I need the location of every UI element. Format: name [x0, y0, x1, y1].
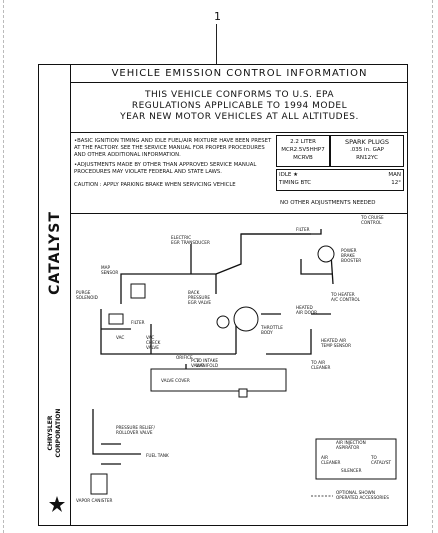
note-timing: •BASIC IGNITION TIMING AND IDLE FUEL/AIR… — [74, 138, 272, 158]
vapor-canister — [90, 473, 108, 495]
brand-line-1: CHRYSLER — [47, 415, 54, 451]
svg-text:TEMP SENSOR: TEMP SENSOR — [320, 343, 351, 348]
spark-model: RN12YC — [356, 155, 378, 161]
label-title: VEHICLE EMISSION CONTROL INFORMATION — [71, 64, 408, 83]
label-pressure-relief: PRESSURE RELIEF/ — [116, 425, 156, 430]
brand-line-2: CORPORATION — [55, 408, 62, 458]
svg-text:CLEANER: CLEANER — [311, 365, 331, 370]
label-orifice: ORIFICE — [176, 355, 193, 360]
svg-text:CATALYST: CATALYST — [371, 460, 392, 465]
label-fuel-tank: FUEL TANK — [146, 453, 169, 458]
epa-line-1: THIS VEHICLE CONFORMS TO U.S. EPA — [144, 90, 335, 100]
label-air-injection: AIR INJECTION — [336, 440, 366, 445]
svg-text:SOLENOID: SOLENOID — [76, 295, 98, 300]
svg-text:OPERATED ACCESSORIES: OPERATED ACCESSORIES — [336, 495, 389, 500]
svg-text:CLEANER: CLEANER — [321, 460, 341, 465]
svg-text:A/C CONTROL: A/C CONTROL — [331, 297, 361, 302]
timing-value: 12° — [391, 180, 401, 186]
label-to-heater: TO HEATER — [330, 292, 355, 297]
svg-text:PRESSURE: PRESSURE — [188, 295, 210, 300]
label-electric-eat: ELECTRIC — [171, 235, 191, 240]
throttle-body — [233, 306, 259, 332]
label-purge-solenoid: PURGE — [76, 290, 91, 295]
service-notes: •BASIC IGNITION TIMING AND IDLE FUEL/AIR… — [74, 138, 274, 193]
purge-solenoid — [108, 313, 124, 325]
svg-text:CONTROL: CONTROL — [361, 220, 382, 225]
label-egr: BACK — [188, 290, 200, 295]
label-to-cruise: TO CRUISE — [360, 215, 384, 220]
pentastar-logo — [49, 496, 65, 512]
label-filter-mid: FILTER — [131, 320, 145, 325]
svg-text:BRAKE: BRAKE — [341, 253, 355, 258]
egr-valve — [216, 315, 230, 329]
timing-label: TIMING BTC — [279, 180, 312, 186]
label-throttle: THROTTLE — [260, 325, 283, 330]
svg-text:ASPIRATOR: ASPIRATOR — [336, 445, 359, 450]
vacuum-hose-diagram: ELECTRIC EGR TRANSDUCER MAP SENSOR FILTE… — [76, 215, 397, 503]
engine-box: 2.2 LITER MCR2.5V5HHP7 MCRVB — [276, 135, 330, 167]
svg-text:BOOSTER: BOOSTER — [341, 258, 361, 263]
svg-text:VALVE: VALVE — [191, 363, 204, 368]
svg-text:SENSOR: SENSOR — [101, 270, 118, 275]
epa-line-3: YEAR NEW MOTOR VEHICLES AT ALL ALTITUDES… — [120, 112, 359, 122]
callout-leader-line — [216, 24, 217, 64]
valve-cover-port — [238, 388, 248, 398]
valve-cover — [150, 368, 287, 392]
label-map-sensor: MAP — [101, 265, 110, 270]
label-vac-check: VAC — [146, 335, 154, 340]
label-sidebar — [38, 64, 71, 526]
emission-label — [38, 64, 408, 526]
callout-number: 1 — [214, 10, 221, 23]
label-air-cleaner: AIR — [321, 455, 328, 460]
map-sensor — [130, 283, 146, 299]
right-cut-line — [432, 0, 433, 533]
no-adjust-text: NO OTHER ADJUSTMENTS NEEDED — [280, 200, 376, 206]
spark-plug-box: SPARK PLUGS .035 in. GAP RN12YC — [330, 135, 404, 167]
label-electric-eat-2: EGR TRANSDUCER — [171, 240, 210, 245]
engine-displacement: 2.2 LITER — [290, 139, 316, 145]
label-to-intake: TO INTAKE — [195, 358, 218, 363]
power-brake-booster — [317, 245, 335, 263]
spec-divider — [71, 132, 408, 133]
engine-code-2: MCRVB — [293, 155, 313, 161]
label-valve-cover: VALVE COVER — [161, 378, 190, 383]
svg-text:AIR DOOR: AIR DOOR — [296, 310, 317, 315]
epa-statement: THIS VEHICLE CONFORMS TO U.S. EPA REGULA… — [71, 90, 408, 123]
note-adjustments: •ADJUSTMENTS MADE BY OTHER THAN APPROVED… — [74, 162, 257, 176]
label-to-air-cleaner: TO AIR — [310, 360, 325, 365]
svg-text:ROLLOVER VALVE: ROLLOVER VALVE — [116, 430, 153, 435]
label-optional: OPTIONAL SHOWN — [336, 490, 375, 495]
svg-text:CHECK: CHECK — [146, 340, 161, 345]
label-filter-top: FILTER — [296, 227, 310, 232]
svg-text:BODY: BODY — [261, 330, 273, 335]
catalyst-text: CATALYST — [47, 210, 63, 295]
idle-box: IDLE ★ MAN TIMING BTC 12° — [276, 169, 404, 191]
label-vapor-canister: VAPOR CANISTER — [76, 498, 113, 503]
svg-text:MANIFOLD: MANIFOLD — [196, 363, 218, 368]
label-heated-air: HEATED — [296, 305, 313, 310]
label-silencer: SILENCER — [341, 468, 362, 473]
label-pcv: PCV — [191, 358, 199, 363]
epa-line-2: REGULATIONS APPLICABLE TO 1994 MODEL — [131, 101, 348, 111]
label-vac: VAC — [116, 335, 124, 340]
spark-title: SPARK PLUGS — [344, 138, 390, 146]
air-injection-box — [315, 438, 397, 480]
note-caution: CAUTION : APPLY PARKING BRAKE WHEN SERVI… — [74, 181, 236, 188]
svg-text:EGR VALVE: EGR VALVE — [188, 300, 211, 305]
engine-code-1: MCR2.5V5HHP7 — [281, 147, 325, 153]
spark-gap: .035 in. GAP — [350, 147, 384, 153]
left-cut-line — [3, 0, 4, 533]
idle-value: MAN — [388, 172, 401, 178]
diagram-divider — [71, 213, 408, 214]
label-power-brake: POWER — [341, 248, 357, 253]
label-to-catalyst: TO — [370, 455, 378, 460]
svg-text:VALVE: VALVE — [146, 345, 159, 350]
idle-label: IDLE ★ — [279, 172, 299, 178]
label-heated-sensor: HEATED AIR — [321, 338, 346, 343]
